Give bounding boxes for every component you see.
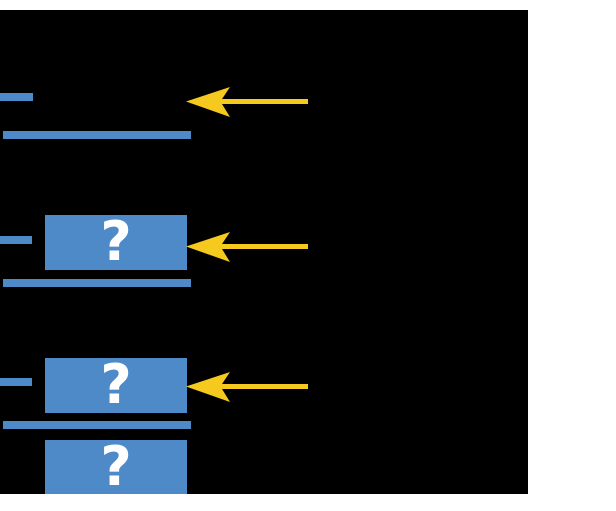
blue-tick-row1 xyxy=(0,93,33,101)
diagram-canvas: ? ? ? xyxy=(0,10,528,494)
question-mark-glyph: ? xyxy=(100,434,132,494)
question-mark-glyph: ? xyxy=(100,209,132,273)
blue-rule-row3 xyxy=(3,421,191,429)
yellow-arrow-row1 xyxy=(186,82,308,122)
blue-rule-row1 xyxy=(3,131,191,139)
question-box-row3[interactable]: ? xyxy=(45,352,187,416)
yellow-arrow-row2 xyxy=(186,227,308,267)
blue-tick-row2 xyxy=(0,236,32,244)
question-box-row4[interactable]: ? xyxy=(45,434,187,494)
question-box-row2[interactable]: ? xyxy=(45,209,187,273)
yellow-arrow-row3 xyxy=(186,367,308,407)
blue-tick-row3 xyxy=(0,378,32,386)
question-mark-glyph: ? xyxy=(100,352,132,416)
blue-rule-row2 xyxy=(3,279,191,287)
